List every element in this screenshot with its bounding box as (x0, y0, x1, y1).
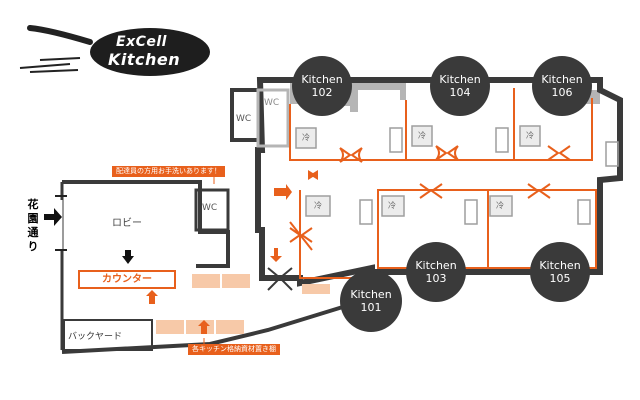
building-outline (255, 77, 623, 287)
backyard-label: バックヤード (68, 332, 123, 342)
street-label: 花 園 通 り (27, 198, 39, 253)
lobby-label: ロビー (112, 218, 142, 229)
fridge-label: 冷 (526, 131, 534, 140)
logo-line1: ExCell (116, 34, 167, 50)
storage-callout: 各キッチン格納資材置き棚 (188, 344, 280, 355)
logo-pan-icon (19, 25, 210, 76)
arrow-right-icon (274, 184, 292, 200)
wc-label: WC (202, 203, 218, 213)
fridge-label: 冷 (496, 201, 504, 210)
fridge-label: 冷 (388, 201, 396, 210)
wc-label: WC (264, 98, 280, 108)
counter: カウンター (78, 270, 176, 289)
doors (289, 145, 571, 251)
fridge-label: 冷 (314, 201, 322, 210)
handwash-callout: 配達員の方用お手洗いあります！ (112, 166, 225, 177)
route-arrows (146, 170, 318, 334)
entrance-arrow-icon (44, 208, 62, 226)
fridge-label: 冷 (302, 133, 310, 142)
logo-line2: Kitchen (108, 50, 181, 69)
wc-label: WC (236, 114, 252, 124)
arrow-down-icon (122, 256, 134, 264)
fridge-label: 冷 (418, 131, 426, 140)
